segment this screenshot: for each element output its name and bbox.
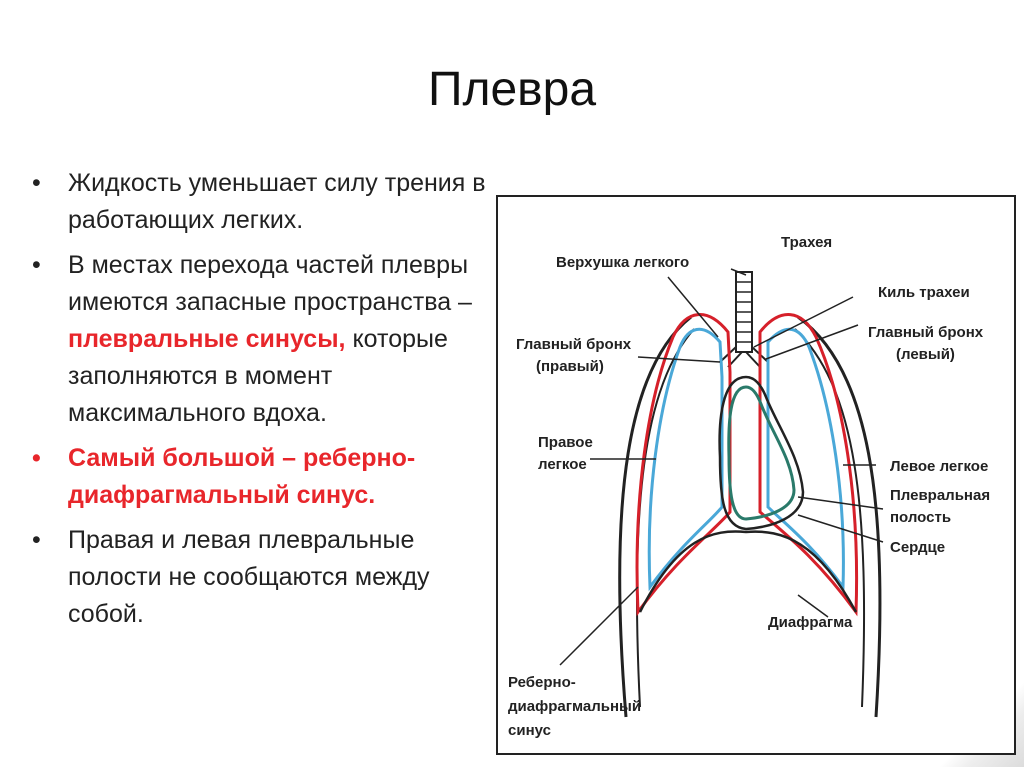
label-apex: Верхушка легкого — [556, 254, 689, 271]
bullet-item-4: • Правая и левая плевральные полости не … — [32, 522, 512, 633]
label-pleural-cavity-1: Плевральная — [890, 487, 990, 504]
bullet-text: Самый большой – реберно-диафрагмальный с… — [68, 444, 416, 509]
rib-wall-left — [797, 315, 882, 718]
bullet-text: Жидкость уменьшает силу трения в работаю… — [68, 169, 486, 234]
label-right-lung-1: Правое — [538, 434, 593, 451]
rib-wall-right — [618, 315, 692, 718]
bullet-item-3: • Самый большой – реберно-диафрагмальный… — [32, 440, 512, 514]
heart-pericardium-outer — [718, 375, 805, 531]
page-title: Плевра — [427, 63, 597, 116]
label-left-lung: Левое легкое — [890, 458, 988, 475]
label-heart: Сердце — [890, 539, 945, 556]
bullet-highlight: плевральные синусы, — [68, 325, 346, 353]
label-bronchus-right-1: Главный бронх — [516, 336, 632, 353]
left-lung-visceral — [766, 328, 845, 592]
right-lung-visceral — [647, 328, 724, 592]
bullet-marker: • — [32, 251, 41, 279]
bullet-list: • Жидкость уменьшает силу трения в работ… — [32, 165, 512, 641]
bullet-marker: • — [32, 526, 41, 554]
bullet-item-1: • Жидкость уменьшает силу трения в работ… — [32, 165, 512, 239]
label-keel: Киль трахеи — [878, 284, 970, 301]
label-diaphragm: Диафрагма — [768, 614, 853, 631]
leader-lines — [559, 268, 884, 666]
bullet-text: В местах перехода частей плевры имеются … — [68, 251, 472, 316]
label-sinus-2: диафрагмальный — [508, 698, 641, 715]
diaphragm-line — [638, 530, 858, 613]
heart-outline — [727, 385, 796, 521]
label-pleural-cavity-2: полость — [890, 509, 951, 526]
label-right-lung-2: легкое — [538, 456, 587, 473]
label-trachea: Трахея — [781, 234, 832, 251]
trachea-rings — [736, 281, 752, 343]
label-bronchus-right-2: (правый) — [536, 358, 604, 375]
diagram-canvas: Трахея Верхушка легкого Киль трахеи Глав… — [508, 234, 990, 739]
bullet-marker: • — [32, 169, 41, 197]
bullet-text-tail: которые заполняются в момент максимально… — [68, 325, 448, 427]
bullet-text: Правая и левая плевральные полости не со… — [68, 526, 430, 628]
label-bronchus-left-1: Главный бронх — [868, 324, 984, 341]
label-sinus-3: синус — [508, 722, 551, 739]
label-bronchus-left-2: (левый) — [896, 346, 955, 363]
label-sinus-1: Реберно- — [508, 674, 576, 691]
bullet-item-2: • В местах перехода частей плевры имеютс… — [32, 247, 512, 432]
bullet-marker: • — [32, 444, 41, 472]
pleura-diagram: Трахея Верхушка легкого Киль трахеи Глав… — [496, 195, 1016, 755]
